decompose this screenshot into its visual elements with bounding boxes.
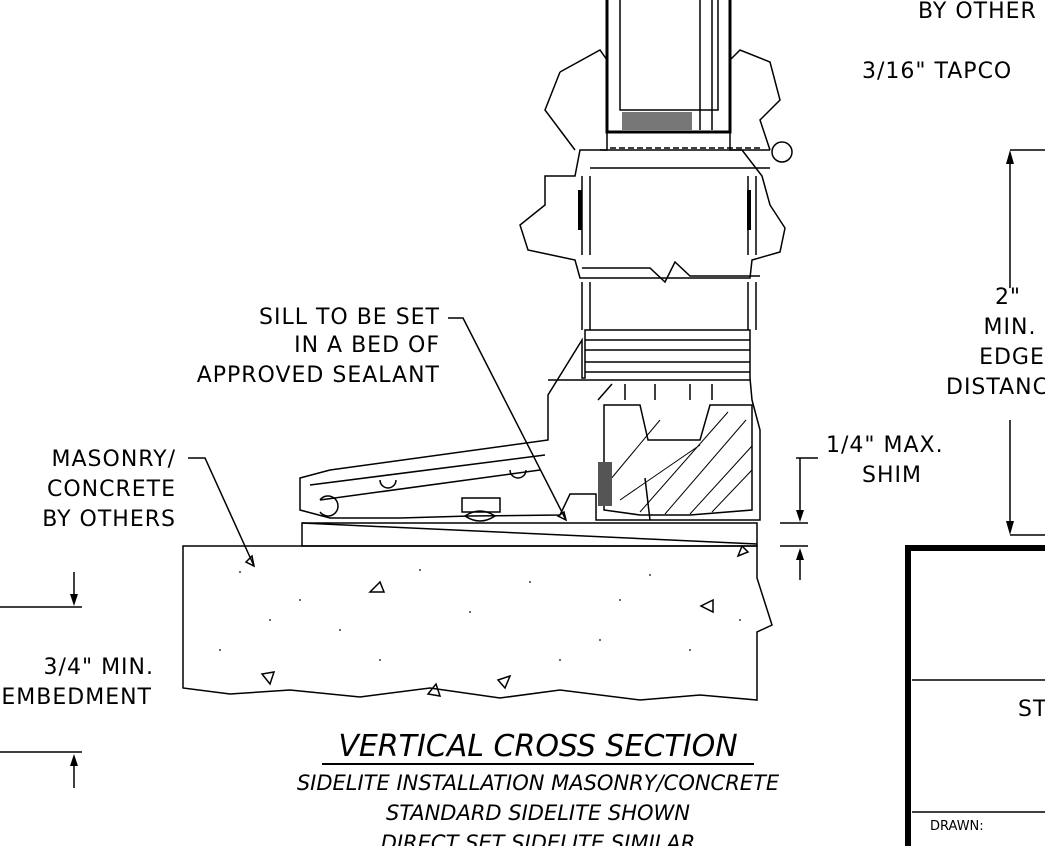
label-shim-line2: SHIM: [862, 463, 922, 488]
title-block-drawn-label: DRAWN:: [930, 819, 984, 834]
leader-lines: [188, 317, 568, 568]
label-masonry-line2: CONCRETE: [47, 477, 176, 502]
door-stile: [519, 0, 793, 330]
dimension-marks: [0, 149, 1045, 788]
label-tapcon: 3/16" TAPCO: [862, 59, 1012, 84]
drawing-subtitle-1: SIDELITE INSTALLATION MASONRY/CONCRETE: [297, 771, 780, 795]
title-block: [905, 545, 1045, 846]
label-sill-line1: SILL TO BE SET: [259, 305, 440, 330]
label-embed-line1: 3/4" MIN.: [44, 655, 154, 680]
label-edge-line1: 2": [995, 285, 1021, 310]
title-block-partial-text: ST: [1018, 697, 1045, 722]
sill-profile: [299, 329, 761, 522]
label-shim-line1: 1/4" MAX.: [826, 433, 944, 458]
label-masonry-line3: BY OTHERS: [42, 507, 176, 532]
label-edge-line3: EDGE: [979, 345, 1045, 370]
drawing-subtitle-3: DIRECT SET SIDELITE SIMILAR: [381, 831, 696, 846]
label-sill-line3: APPROVED SEALANT: [197, 363, 440, 388]
label-masonry-line1: MASONRY/: [52, 447, 177, 472]
label-sill-line2: IN A BED OF: [294, 333, 440, 358]
label-embed-line2: EMBEDMENT: [1, 685, 152, 710]
concrete-substrate: [182, 544, 773, 701]
drawing-subtitle-2: STANDARD SIDELITE SHOWN: [386, 801, 690, 825]
label-by-others-top: BY OTHER: [918, 0, 1037, 24]
label-edge-line2: MIN.: [984, 315, 1037, 340]
shim-wedge: [301, 522, 758, 547]
label-edge-line4: DISTANC: [946, 375, 1045, 400]
drawing-title: VERTICAL CROSS SECTION: [338, 729, 737, 764]
